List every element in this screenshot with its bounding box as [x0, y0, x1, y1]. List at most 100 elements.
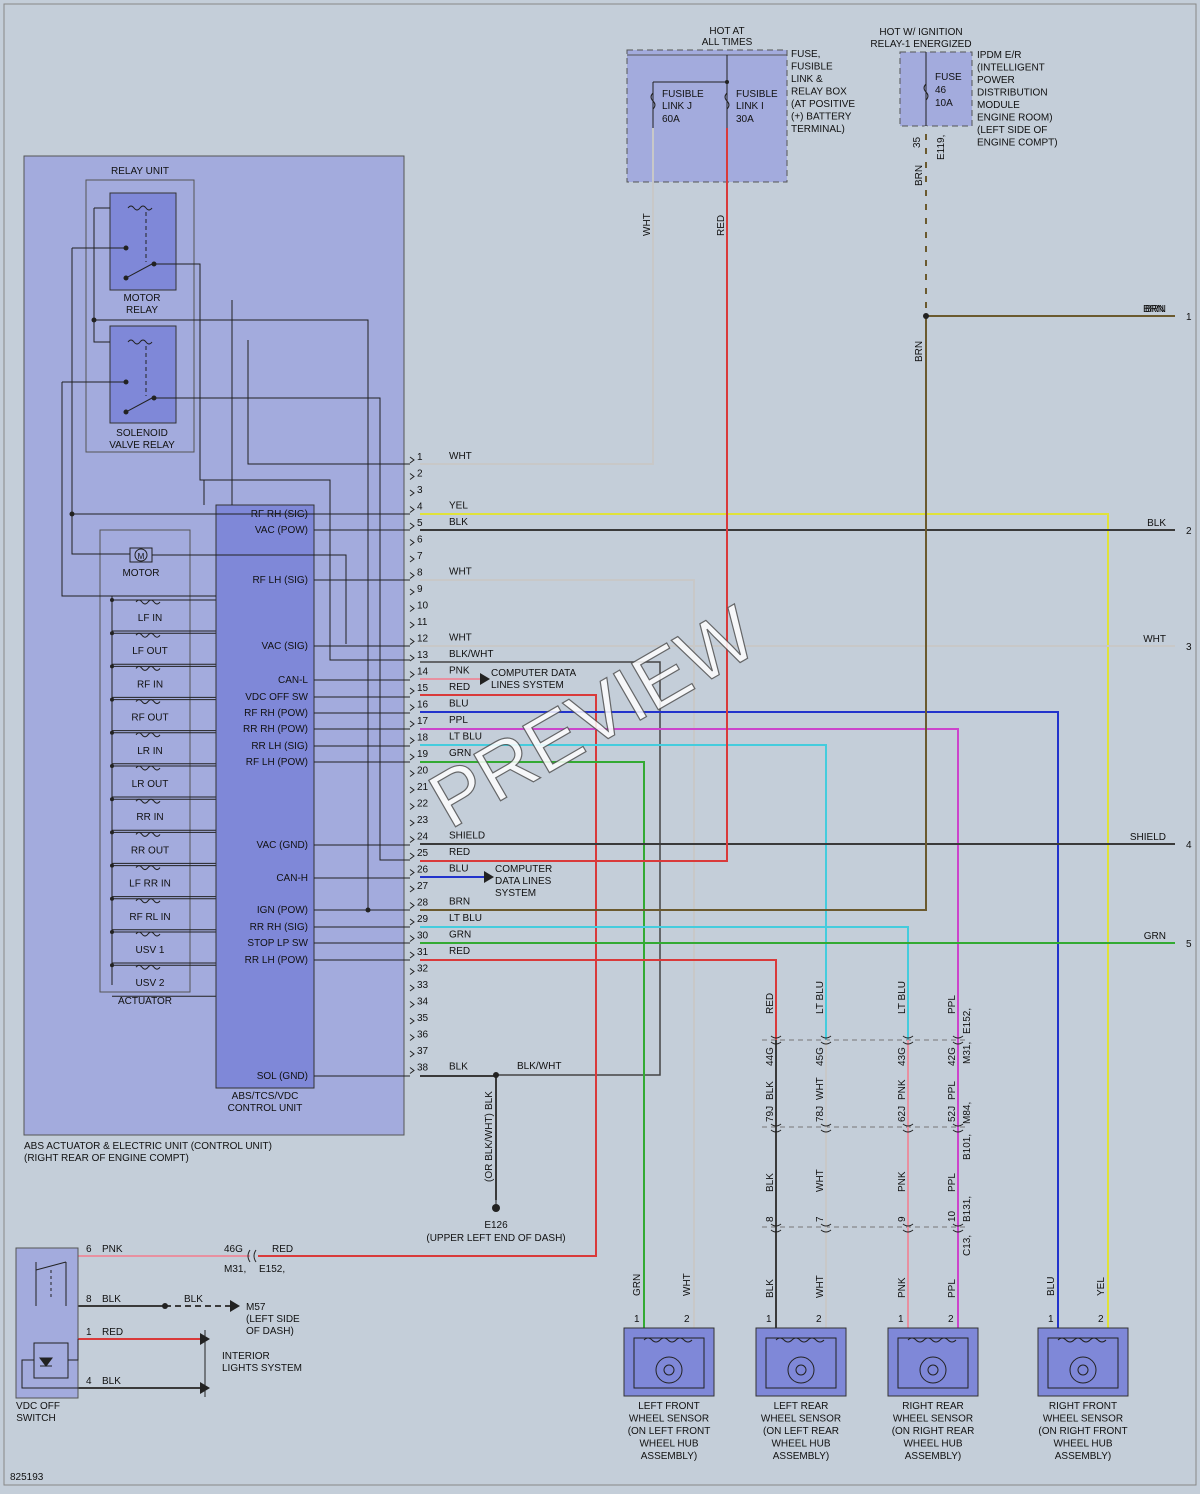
- ecu-pin-label: RF LH (SIG): [252, 575, 308, 586]
- terminal-number: 34: [417, 997, 429, 1008]
- diagram-id: 825193: [10, 1472, 44, 1483]
- switch-internals: [21, 1261, 79, 1389]
- mid-conn-row1: 43G: [897, 1047, 908, 1066]
- wheel-sensor-label: WHEEL HUB: [903, 1439, 962, 1450]
- coil-label: USV 1: [136, 945, 165, 956]
- conn-m84: M84,: [962, 1102, 973, 1124]
- terminal-wire-label: SHIELD: [449, 831, 485, 842]
- motor-relay-label-1: MOTOR: [123, 293, 160, 304]
- wheel-sensor-label: WHEEL SENSOR: [1043, 1414, 1123, 1425]
- hot-at-all-times-1: HOT AT: [709, 26, 744, 37]
- hot-w-ignition-1: HOT W/ IGNITION: [879, 27, 962, 38]
- terminal-number: 29: [417, 914, 429, 925]
- ipdm-label-line: ENGINE ROOM): [977, 113, 1053, 124]
- coil-label: RR OUT: [131, 845, 169, 856]
- mid-wire-label: LT BLU: [815, 981, 826, 1014]
- fusible-link-j-label-2: LINK J: [662, 101, 692, 112]
- coil-icon: [135, 765, 161, 771]
- terminal-number: 22: [417, 799, 429, 810]
- terminal-wire-label: BLU: [449, 864, 468, 875]
- mid-wire-label: PPL: [947, 1173, 958, 1192]
- coil-icon: [135, 599, 161, 605]
- m57-label-3: OF DASH): [246, 1326, 294, 1337]
- mid-conn-row1: 45G: [815, 1047, 826, 1066]
- terminal-wire-label: GRN: [449, 748, 471, 759]
- mid-wire-label: LT BLU: [897, 981, 908, 1014]
- switch-pin-number: 1: [86, 1327, 92, 1338]
- ipdm-label-line: (INTELLIGENT: [977, 63, 1045, 74]
- terminal-number: 20: [417, 766, 429, 777]
- interior-lights-1: INTERIOR: [222, 1351, 270, 1362]
- wheel-sensor-label: ASSEMBLY): [905, 1451, 962, 1462]
- terminal-number: 14: [417, 667, 429, 678]
- conn-m31: M31,: [224, 1264, 246, 1275]
- actuator-label: ACTUATOR: [118, 996, 172, 1007]
- mid-wire-label: PNK: [897, 1079, 908, 1100]
- terminal-wire-label: BLK/WHT: [449, 649, 493, 660]
- arrow-icon: [230, 1300, 240, 1312]
- mid-conn-row3: 10: [947, 1210, 958, 1222]
- coil-label: LF IN: [138, 613, 162, 624]
- conn-e152: E152,: [259, 1264, 285, 1275]
- fuse-46-label-2: 46: [935, 85, 947, 96]
- vlabel-wht-top: WHT: [642, 213, 653, 236]
- ecu-pin-label: RR LH (SIG): [251, 741, 308, 752]
- terminal-number: 13: [417, 650, 429, 661]
- terminal-number: 36: [417, 1030, 429, 1041]
- ipdm-label-line: ENGINE COMPT): [977, 138, 1058, 149]
- solenoid-relay-label-1: SOLENOID: [116, 428, 168, 439]
- mid-conn-row1: 44G: [765, 1047, 776, 1066]
- ecu-pin-label: STOP LP SW: [247, 938, 308, 949]
- fuse-box-label-line: (AT POSITIVE: [791, 99, 855, 110]
- switch-pin-wire: BLK: [102, 1376, 121, 1387]
- terminal-number: 15: [417, 683, 429, 694]
- vlabel-wht-lf: WHT: [682, 1273, 693, 1296]
- wheel-sensor-label: LEFT FRONT: [638, 1401, 699, 1412]
- mid-conn-row2: 62J: [897, 1106, 908, 1122]
- conn-b131: B131,: [962, 1196, 973, 1222]
- terminal-wire-label: RED: [449, 682, 470, 693]
- switch-red-label: RED: [272, 1244, 293, 1255]
- terminal-number: 26: [417, 865, 429, 876]
- computer-data-2a: COMPUTER: [495, 864, 552, 875]
- mid-conn-row2: 52J: [947, 1106, 958, 1122]
- terminal-wire-label: PNK: [449, 666, 470, 677]
- ipdm-label-line: (LEFT SIDE OF: [977, 125, 1047, 136]
- terminal-number: 6: [417, 535, 423, 546]
- ipdm-box: HOT W/ IGNITION RELAY-1 ENERGIZED FUSE 4…: [870, 27, 1057, 160]
- terminal-number: 3: [417, 485, 423, 496]
- terminal-wire-label: RED: [449, 847, 470, 858]
- hot-at-all-times-2: ALL TIMES: [702, 37, 753, 48]
- wheel-sensor-box: [887, 1327, 979, 1397]
- coil-icon: [135, 931, 161, 937]
- wheel-sensor-icon: [897, 1337, 969, 1389]
- coil-icon: [135, 665, 161, 671]
- m57-label-2: (LEFT SIDE: [246, 1314, 300, 1325]
- ipdm-label-line: IPDM E/R: [977, 50, 1021, 61]
- right-edge-wire-label: SHIELD: [1130, 832, 1166, 843]
- fusible-link-j-label-1: FUSIBLE: [662, 89, 704, 100]
- relay-internals: [123, 205, 157, 415]
- abs-unit-label-1: ABS ACTUATOR & ELECTRIC UNIT (CONTROL UN…: [24, 1141, 272, 1152]
- fusible-link-i-label-1: FUSIBLE: [736, 89, 778, 100]
- vlabel-brn-mid: BRN: [914, 341, 925, 362]
- coil-icon: [135, 798, 161, 804]
- wire-blu-pin16: [420, 711, 1059, 1330]
- mid-wire-label: PNK: [897, 1171, 908, 1192]
- colored-wires: [78, 126, 1175, 1389]
- wheel-sensor-box: [1037, 1327, 1129, 1397]
- ecu-pin-label: RR LH (POW): [245, 955, 308, 966]
- motor-relay-label-2: RELAY: [126, 305, 158, 316]
- coil-label: LF OUT: [132, 646, 168, 657]
- terminal-number: 24: [417, 832, 429, 843]
- sensor-pin-1: 1: [1048, 1314, 1054, 1325]
- switch-pin-number: 8: [86, 1294, 92, 1305]
- mid-conn-row3: 9: [897, 1216, 908, 1222]
- fuse-box-label-line: LINK &: [791, 74, 823, 85]
- sensor-pin-2: 2: [948, 1314, 954, 1325]
- right-edge-wire-label: BRN: [1145, 304, 1166, 315]
- mid-conn-row1: 42G: [947, 1047, 958, 1066]
